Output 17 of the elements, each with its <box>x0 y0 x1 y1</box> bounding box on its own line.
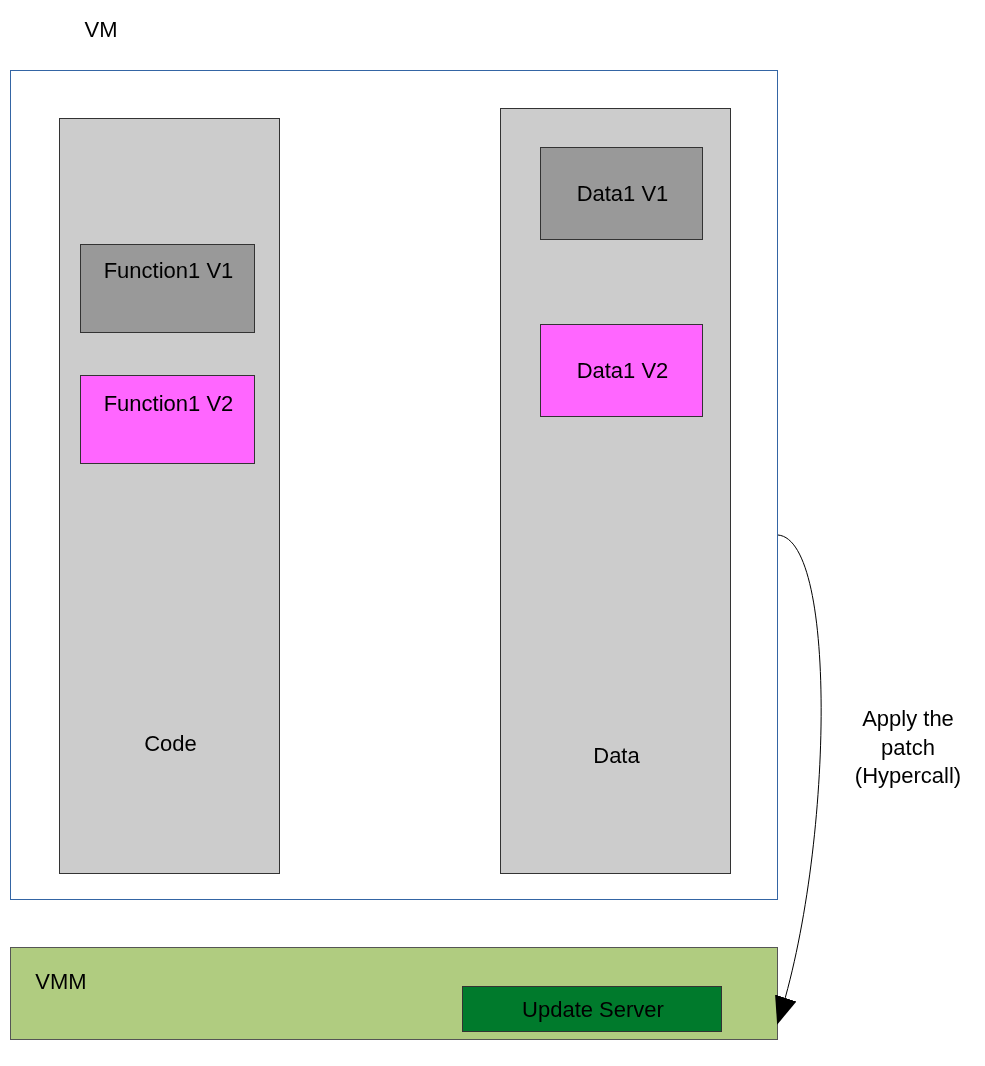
function-box <box>80 375 255 464</box>
node-label: VMM <box>34 968 88 996</box>
data-box <box>540 147 703 240</box>
vmm-bar <box>10 947 778 1040</box>
node-label: Code <box>143 730 198 758</box>
code-column <box>59 118 280 874</box>
node-label: Data1 V1 <box>575 180 670 208</box>
data-box <box>540 324 703 417</box>
node-label: Function1 V2 <box>102 390 235 418</box>
node-label: VM <box>83 16 119 44</box>
node-label: Data1 V2 <box>575 357 670 385</box>
server-box <box>462 986 722 1032</box>
node-label: Update Server <box>521 996 665 1024</box>
function-box <box>80 244 255 333</box>
node-label: Data <box>592 742 641 770</box>
data-column <box>500 108 731 874</box>
node-label: Function1 V1 <box>102 257 235 285</box>
